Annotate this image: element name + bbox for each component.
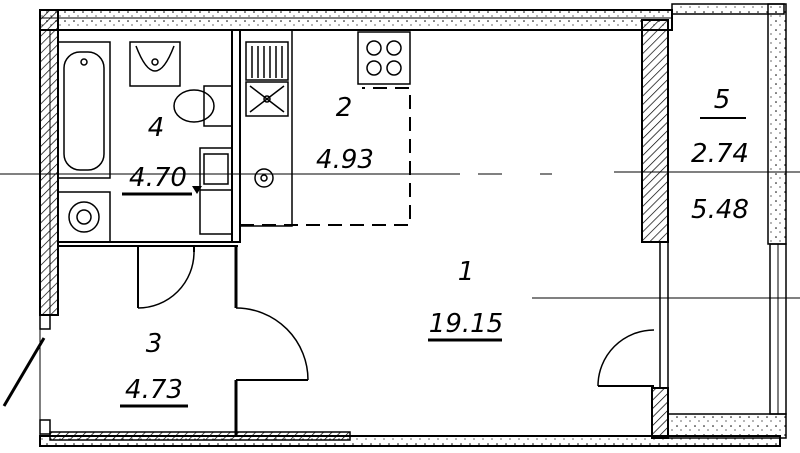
- bathtub: [57, 41, 111, 179]
- toilet-icon: [173, 85, 233, 127]
- room-area-2: 4.93: [316, 145, 374, 175]
- room-area-1: 19.15: [429, 309, 503, 339]
- room-number-5: 5: [714, 85, 731, 115]
- room-number-3: 3: [146, 329, 163, 359]
- exterior-walls: [2, 3, 787, 447]
- room-label-4: 4 4.70: [122, 113, 202, 196]
- sink-icon: [129, 41, 181, 87]
- room-number-2: 2: [336, 93, 353, 123]
- room-number-4: 4: [148, 113, 165, 143]
- room-area-5-extra: 5.48: [691, 195, 749, 225]
- room-area-4: 4.70: [129, 163, 187, 193]
- room-label-5: 5 2.74 5.48: [691, 85, 749, 225]
- boiler-icon: [199, 147, 233, 235]
- washing-machine-icon: [57, 191, 111, 243]
- interior-walls: [49, 29, 655, 441]
- room-label-3: 3 4.73: [120, 329, 188, 408]
- room-area-5: 2.74: [691, 139, 749, 169]
- room-area-3: 4.73: [125, 375, 183, 405]
- kitchen-counter: [239, 29, 293, 227]
- room-label-1: 1 19.15: [428, 257, 503, 342]
- room-label-2: 2 4.93: [316, 93, 374, 175]
- stove-icon: [357, 31, 411, 85]
- axis-lines: [0, 171, 800, 299]
- room-number-1: 1: [458, 257, 475, 287]
